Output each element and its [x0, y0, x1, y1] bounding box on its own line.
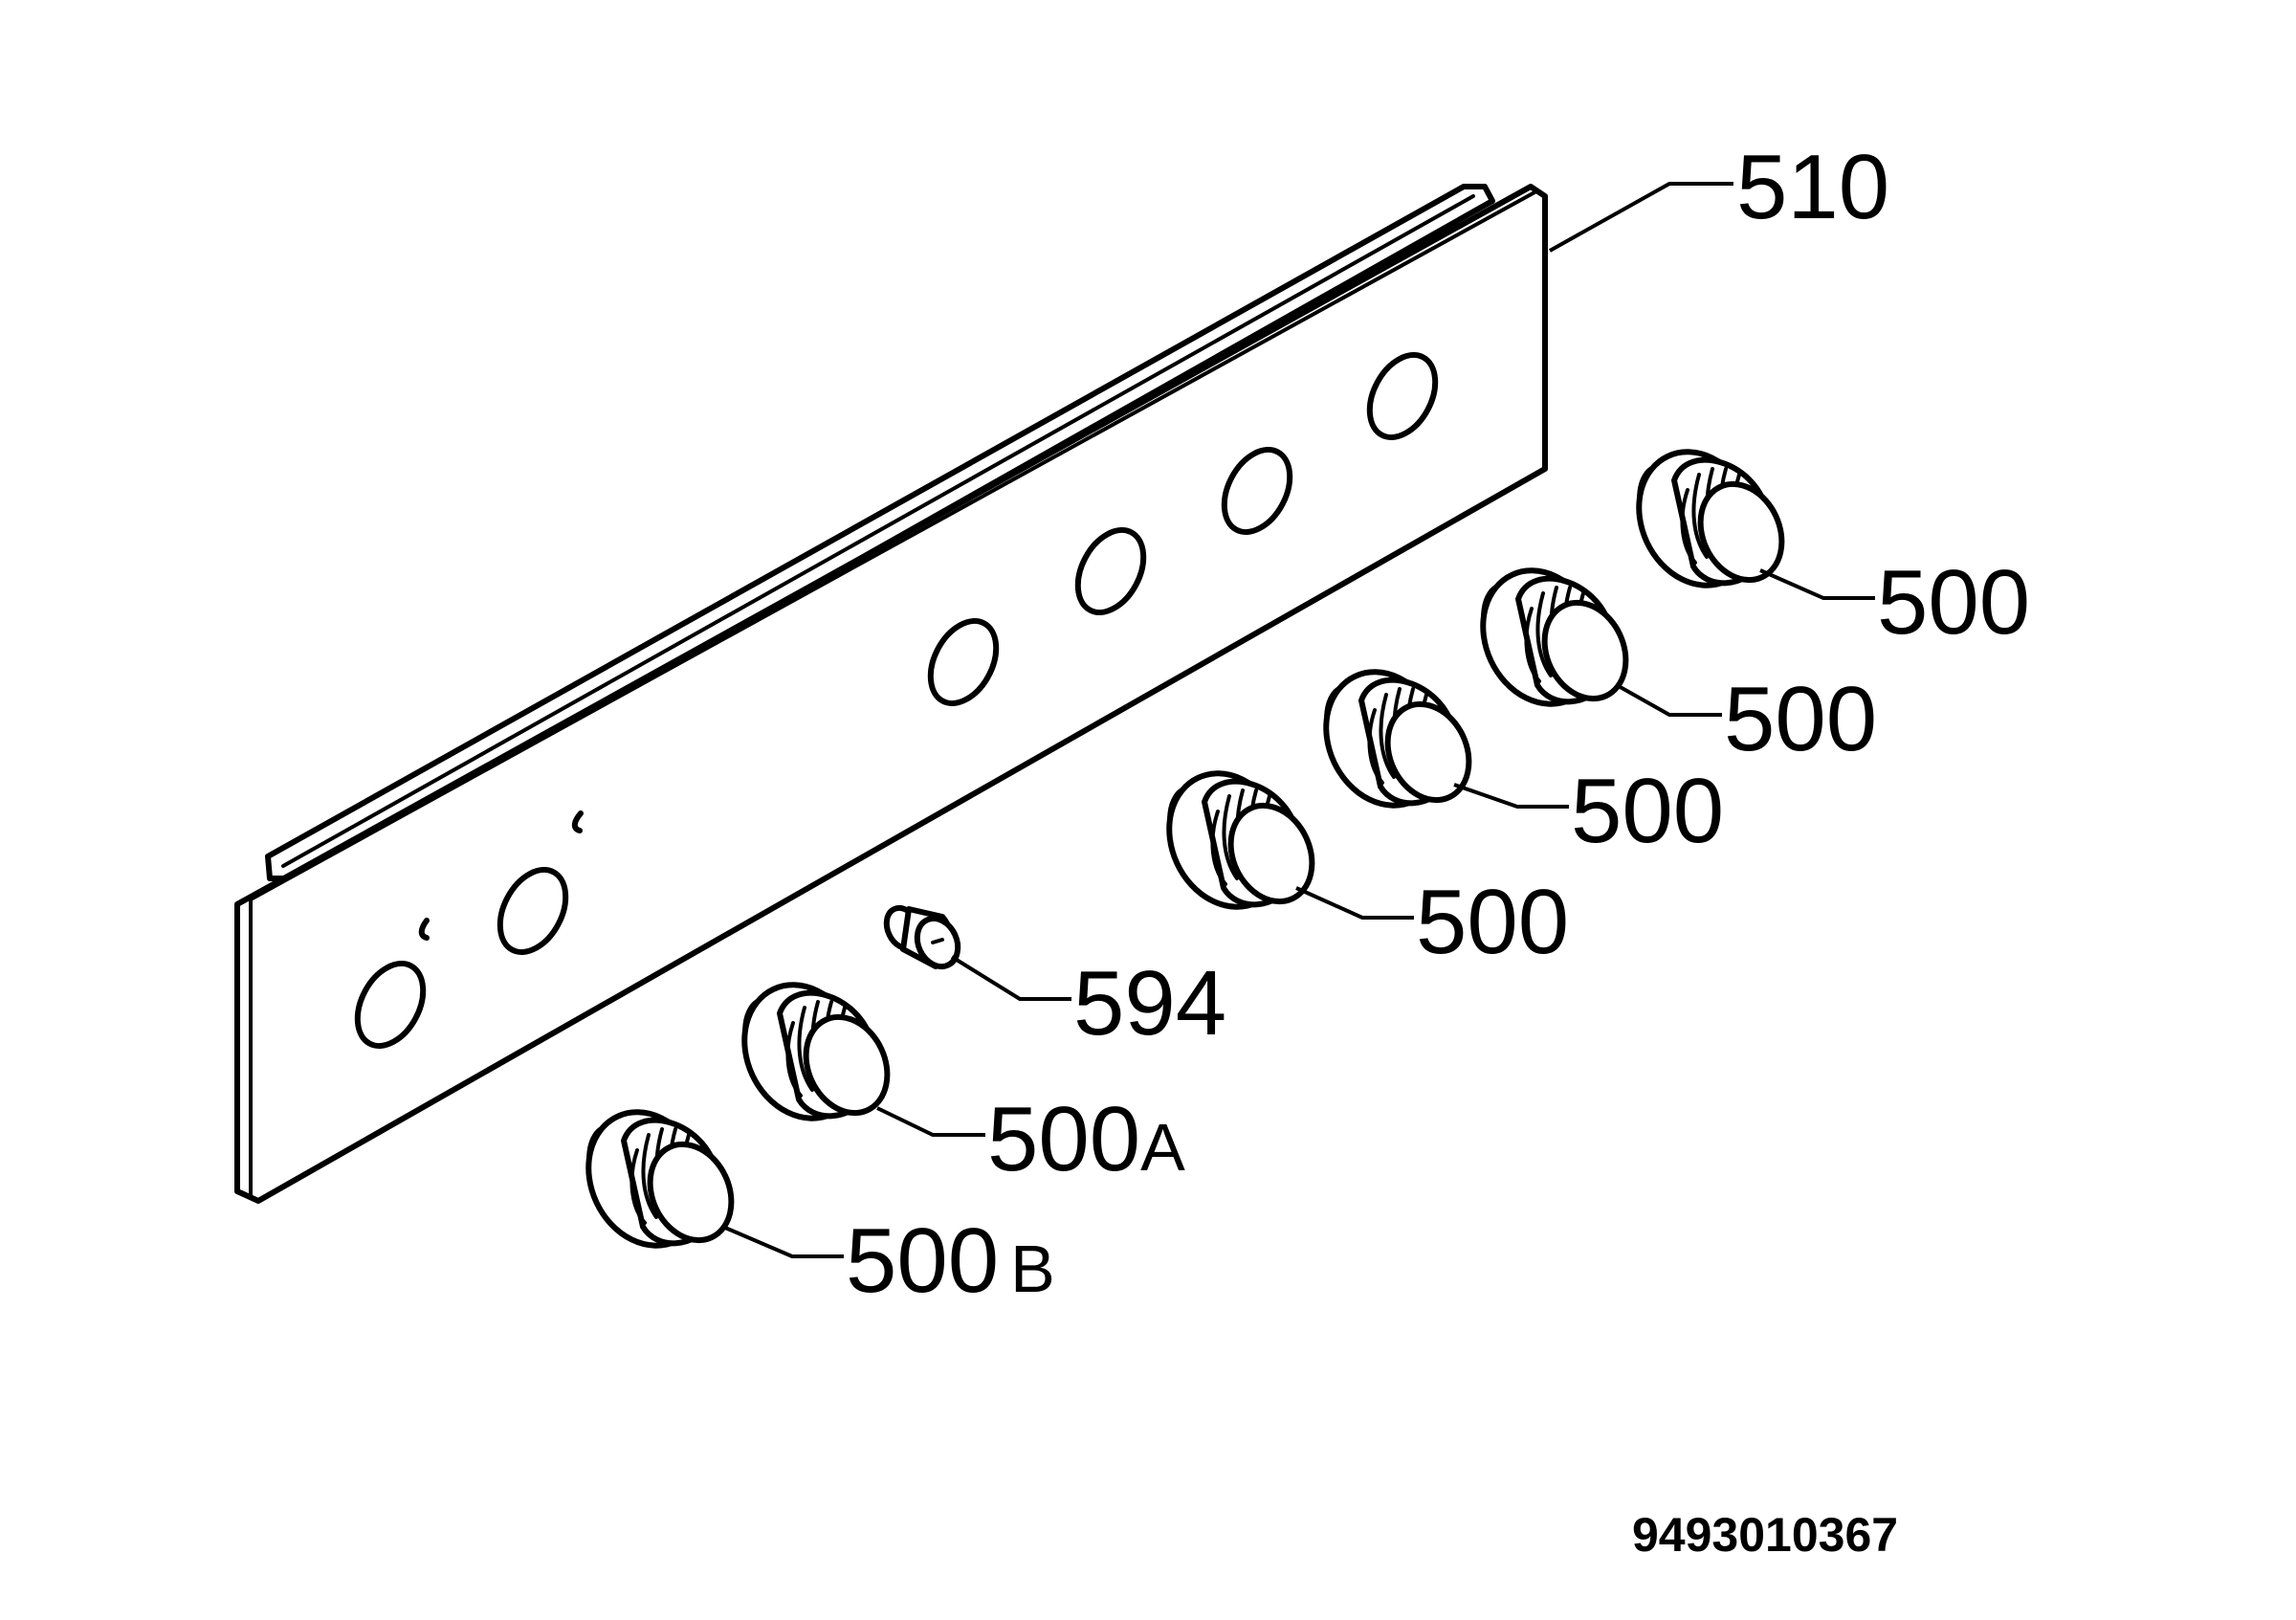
knob-500-3	[1305, 653, 1484, 825]
label-594: 594	[1073, 952, 1226, 1054]
leader-lines	[724, 182, 1875, 1258]
spacer-594	[883, 904, 961, 970]
knob-500-4	[1148, 754, 1327, 926]
label-500-1: 500	[1877, 551, 2030, 654]
label-500a: 500A	[987, 1088, 1185, 1190]
control-panel	[234, 184, 1548, 1204]
label-500-4: 500	[1416, 871, 1569, 973]
label-500-3: 500	[1571, 760, 1724, 862]
knob-500-1	[1618, 433, 1797, 605]
knob-500b	[567, 1093, 746, 1265]
knob-500a	[723, 965, 902, 1138]
label-510: 510	[1736, 136, 1889, 238]
drawing-number: 9493010367	[1632, 1508, 1898, 1562]
label-500-2: 500	[1724, 668, 1877, 770]
knob-500-2	[1462, 551, 1641, 723]
